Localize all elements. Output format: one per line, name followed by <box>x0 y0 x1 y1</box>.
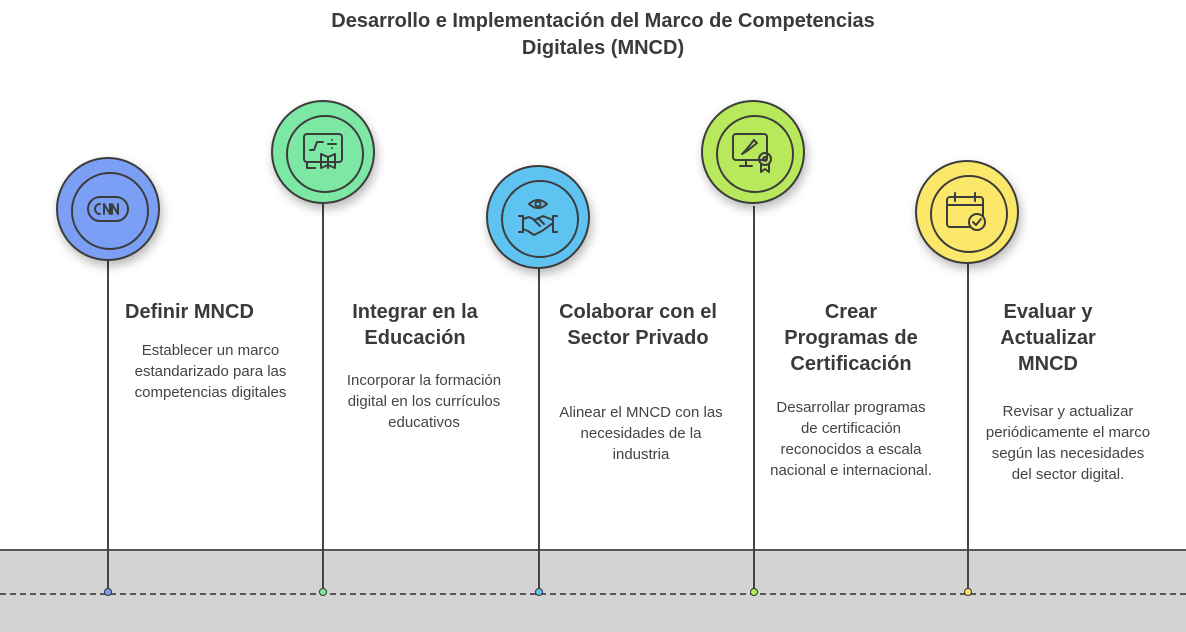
step-3-marker-dot <box>535 588 543 596</box>
step-5-circle <box>915 160 1019 264</box>
step-4-title: Crear Programas de Certificación <box>784 301 918 375</box>
step-4-stem <box>753 206 755 592</box>
step-5-marker-dot <box>964 588 972 596</box>
diagram-title: Desarrollo e Implementación del Marco de… <box>331 10 875 59</box>
step-2-marker-dot <box>319 588 327 596</box>
calendar-check-icon <box>946 192 986 231</box>
road-center-line <box>0 593 1186 595</box>
step-3-description: Alinear el MNCD con las necesidades de l… <box>559 404 723 463</box>
cnn-logo-icon <box>87 196 129 222</box>
step-2-title: Integrar en la Educación <box>352 301 478 349</box>
handshake-eye-icon <box>518 199 558 236</box>
step-4-marker-dot <box>750 588 758 596</box>
step-5-stem <box>967 262 969 592</box>
step-1-marker-dot <box>104 588 112 596</box>
step-3-stem <box>538 260 540 592</box>
digital-classroom-icon <box>303 133 343 169</box>
step-2-circle <box>271 100 375 204</box>
step-5-title: Evaluar y Actualizar MNCD <box>1000 301 1096 375</box>
step-1-stem <box>107 232 109 592</box>
step-4-description: Desarrollar programas de certificación r… <box>770 399 932 479</box>
step-3-title: Colaborar con el Sector Privado <box>559 301 717 349</box>
step-3-circle <box>486 165 590 269</box>
step-1-title: Definir MNCD <box>125 301 254 323</box>
step-5-description: Revisar y actualizar periódicamente el m… <box>985 403 1151 483</box>
step-1-description: Establecer un marco estandarizado para l… <box>134 342 287 401</box>
road-band <box>0 549 1186 632</box>
step-2-stem <box>322 181 324 592</box>
certificate-monitor-icon <box>732 133 772 173</box>
step-1-circle <box>56 157 160 261</box>
step-4-circle <box>701 100 805 204</box>
step-2-description: Incorporar la formación digital en los c… <box>346 372 502 431</box>
